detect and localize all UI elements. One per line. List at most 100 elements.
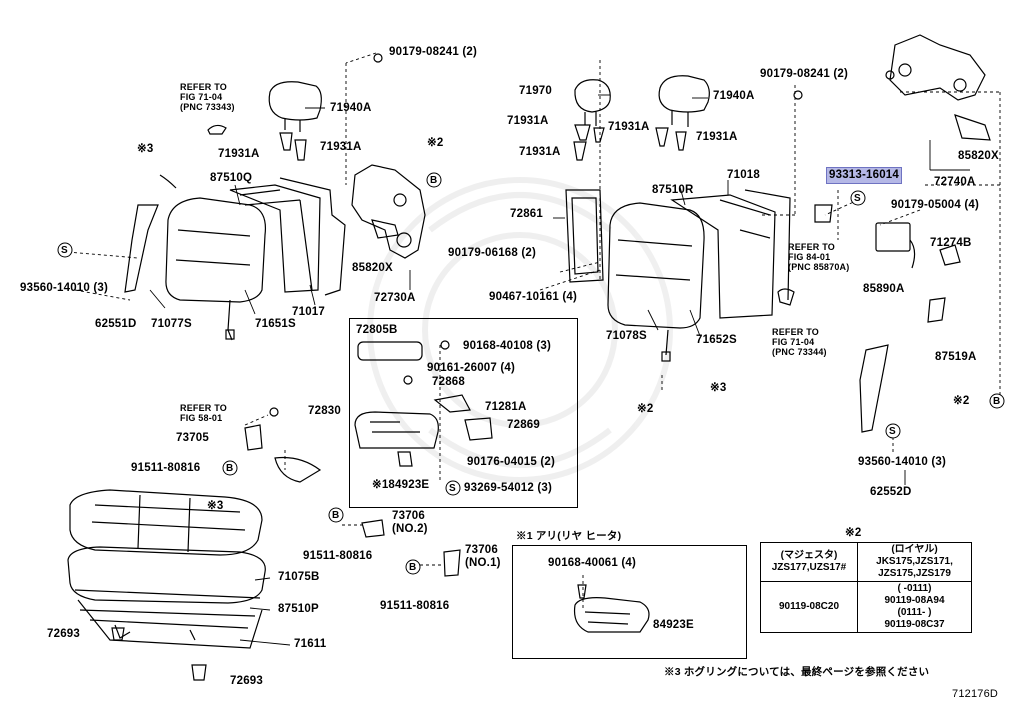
part-73706-no2[interactable]: 73706 bbox=[392, 510, 425, 522]
callout-b-4: B bbox=[409, 562, 417, 573]
part-71931a-6[interactable]: 71931A bbox=[519, 146, 561, 158]
part-91511-80816-a[interactable]: 91511-80816 bbox=[131, 462, 201, 474]
part-72830[interactable]: 72830 bbox=[308, 405, 341, 417]
header-majesta-models: JZS177,UZS17# bbox=[771, 562, 847, 573]
hinge-mechanism-right bbox=[885, 34, 991, 141]
part-87519a[interactable]: 87519A bbox=[935, 351, 977, 363]
part-72861[interactable]: 72861 bbox=[510, 208, 543, 220]
part-87510r[interactable]: 87510R bbox=[652, 184, 694, 196]
part-71075b[interactable]: 71075B bbox=[278, 571, 320, 583]
ref-line: REFER TO bbox=[772, 327, 819, 337]
solid-leaders bbox=[149, 94, 970, 646]
armrest-cover-panel bbox=[565, 189, 604, 283]
headrest-left bbox=[268, 81, 322, 161]
part-72805b[interactable]: 72805B bbox=[356, 324, 398, 336]
part-90161-26007[interactable]: 90161-26007 (4) bbox=[427, 362, 516, 374]
ref-line: FIG 58-01 bbox=[180, 413, 223, 423]
part-73706-no1[interactable]: 73706 bbox=[465, 544, 498, 556]
ref-fig-71-04-b[interactable]: REFER TO FIG 71-04 (PNC 73344) bbox=[772, 327, 827, 357]
part-91511-80816-b[interactable]: 91511-80816 bbox=[303, 550, 373, 562]
part-71931a-1[interactable]: 71931A bbox=[218, 148, 260, 160]
part-71970[interactable]: 71970 bbox=[519, 85, 552, 97]
part-62551d[interactable]: 62551D bbox=[95, 318, 137, 330]
part-72868[interactable]: 72868 bbox=[432, 376, 465, 388]
part-71931a-3[interactable]: 71931A bbox=[507, 115, 549, 127]
part-85820x-right[interactable]: 85820X bbox=[958, 150, 999, 162]
part-84923e-heater[interactable]: 84923E bbox=[653, 619, 694, 631]
part-71940a-right[interactable]: 71940A bbox=[713, 90, 755, 102]
part-85820x-left[interactable]: 85820X bbox=[352, 262, 393, 274]
part-87510p[interactable]: 87510P bbox=[278, 603, 319, 615]
part-90179-05004[interactable]: 90179-05004 (4) bbox=[891, 199, 980, 211]
part-90168-40108[interactable]: 90168-40108 (3) bbox=[463, 340, 552, 352]
ref-fig-84-01[interactable]: REFER TO FIG 84-01 (PNC 85870A) bbox=[788, 242, 849, 272]
part-90179-08241-a[interactable]: 90179-08241 (2) bbox=[389, 46, 478, 58]
bracket-71274b bbox=[939, 244, 961, 266]
part-73706-no1-sub: (NO.1) bbox=[465, 557, 501, 569]
part-93269-54012[interactable]: 93269-54012 (3) bbox=[464, 482, 553, 494]
variant-table-header-royal: (ロイヤル) JKS175,JZS171, JZS175,JZS179 bbox=[857, 542, 972, 582]
part-71077s[interactable]: 71077S bbox=[151, 318, 192, 330]
ref-fig-71-04-a[interactable]: REFER TO FIG 71-04 (PNC 73343) bbox=[180, 82, 235, 112]
part-71078s[interactable]: 71078S bbox=[606, 330, 647, 342]
part-93560-14010-b[interactable]: 93560-14010 (3) bbox=[858, 456, 947, 468]
part-71281a[interactable]: 71281A bbox=[485, 401, 527, 413]
part-71931a-5[interactable]: 71931A bbox=[696, 131, 738, 143]
part-84923e-armrest[interactable]: ※184923E bbox=[372, 479, 430, 491]
part-71018[interactable]: 71018 bbox=[727, 169, 760, 181]
connector-93313 bbox=[814, 204, 833, 223]
part-71017[interactable]: 71017 bbox=[292, 306, 325, 318]
ref-part-73343 bbox=[207, 124, 227, 135]
part-72730a[interactable]: 72730A bbox=[374, 292, 416, 304]
part-85890a[interactable]: 85890A bbox=[863, 283, 905, 295]
royal-part-1[interactable]: 90119-08A94 bbox=[884, 595, 945, 606]
part-62552d[interactable]: 62552D bbox=[870, 486, 912, 498]
part-93313-16014-highlighted[interactable]: 93313-16014 bbox=[826, 167, 902, 184]
part-90179-06168[interactable]: 90179-06168 (2) bbox=[448, 247, 537, 259]
part-72693-a[interactable]: 72693 bbox=[47, 628, 80, 640]
ref-line: REFER TO bbox=[180, 82, 227, 92]
bracket-73706-no2 bbox=[361, 519, 385, 538]
seat-cushion-drawing bbox=[67, 489, 266, 649]
part-71651s[interactable]: 71651S bbox=[255, 318, 296, 330]
part-90176-04015[interactable]: 90176-04015 (2) bbox=[467, 456, 556, 468]
part-90168-40061[interactable]: 90168-40061 (4) bbox=[548, 557, 637, 569]
part-87510q[interactable]: 87510Q bbox=[210, 172, 253, 184]
mark-note2-b: ※2 bbox=[637, 403, 654, 415]
note1-heater-title: ※1 アリ(リヤ ヒータ) bbox=[516, 530, 622, 542]
variant-table-cell-majesta-part[interactable]: 90119-08C20 bbox=[760, 581, 858, 633]
royal-range-1: ( -0111) bbox=[897, 583, 932, 594]
part-71940a-left[interactable]: 71940A bbox=[330, 102, 372, 114]
right-seatback-drawing bbox=[607, 189, 791, 362]
ref-line: (PNC 73343) bbox=[180, 102, 235, 112]
part-72869[interactable]: 72869 bbox=[507, 419, 540, 431]
part-90179-08241-b[interactable]: 90179-08241 (2) bbox=[760, 68, 849, 80]
callout-b-3: B bbox=[332, 510, 340, 521]
right-trim-strip bbox=[859, 344, 889, 433]
part-90467-10161[interactable]: 90467-10161 (4) bbox=[489, 291, 578, 303]
callout-b-5: B bbox=[993, 396, 1001, 407]
part-91511-80816-c[interactable]: 91511-80816 bbox=[380, 600, 450, 612]
part-72740a[interactable]: 72740A bbox=[934, 176, 976, 188]
royal-part-2[interactable]: 90119-08C37 bbox=[884, 619, 945, 630]
heater-box-drawing bbox=[573, 584, 650, 633]
ref-fig-58-01[interactable]: REFER TO FIG 58-01 bbox=[180, 403, 227, 423]
ref-line: FIG 71-04 bbox=[772, 337, 815, 347]
part-72693-b[interactable]: 72693 bbox=[230, 675, 263, 687]
mark-note3-b: ※3 bbox=[710, 382, 727, 394]
note3-hog-ring: ※3 ホグリングについては、最終ページを参照ください bbox=[664, 666, 930, 678]
bracket-87519a bbox=[927, 297, 946, 323]
part-71931a-4[interactable]: 71931A bbox=[608, 121, 650, 133]
callout-s-3: S bbox=[889, 426, 896, 437]
header-majesta-name: (マジェスタ) bbox=[780, 550, 838, 561]
part-71931a-2[interactable]: 71931A bbox=[320, 141, 362, 153]
part-73705[interactable]: 73705 bbox=[176, 432, 209, 444]
part-71611[interactable]: 71611 bbox=[294, 638, 327, 650]
variant-table-cell-royal-parts[interactable]: ( -0111) 90119-08A94 (0111- ) 90119-08C3… bbox=[857, 581, 972, 633]
part-93560-14010-a[interactable]: 93560-14010 (3) bbox=[20, 282, 109, 294]
clip-72693-b bbox=[191, 664, 207, 681]
part-71652s[interactable]: 71652S bbox=[696, 334, 737, 346]
part-71274b[interactable]: 71274B bbox=[930, 237, 972, 249]
